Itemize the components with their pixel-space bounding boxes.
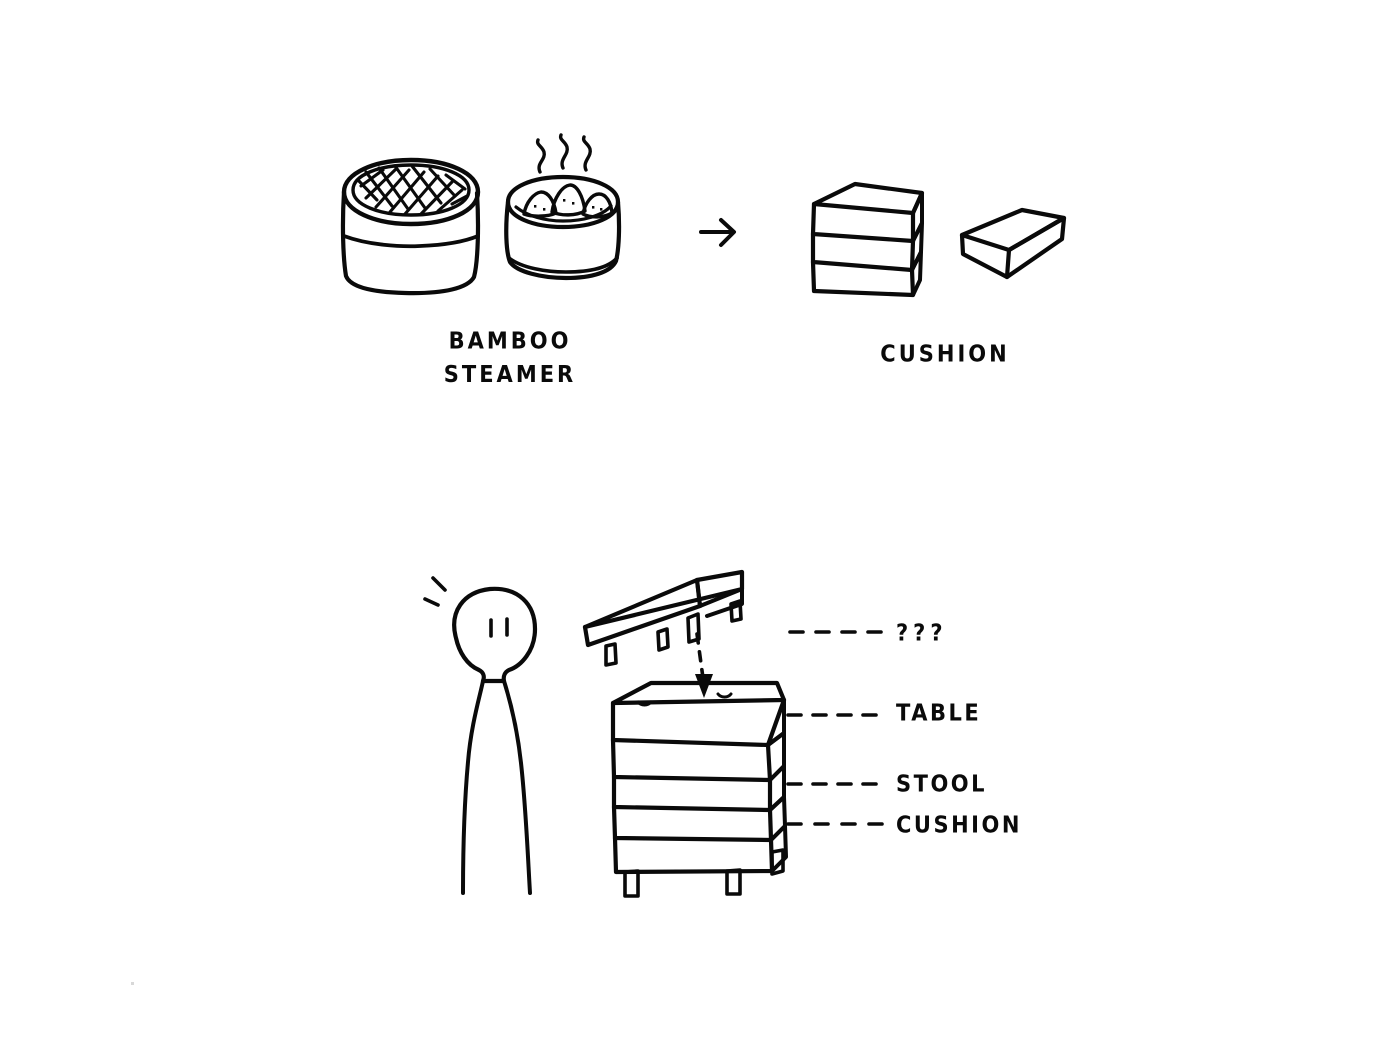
callout-label-cushion: CUSHION (896, 811, 1022, 839)
falling-table-slab (582, 569, 745, 667)
steam-lines (535, 133, 592, 174)
caption-bamboo-steamer-line2: STEAMER (443, 361, 577, 389)
caption-bamboo-steamer: BAMBOO STEAMER (410, 324, 610, 392)
scan-artifact-speck (131, 982, 134, 985)
cushion-stack-furniture (610, 680, 788, 898)
cushion-group (810, 181, 1067, 298)
cushion-single (959, 207, 1067, 280)
stick-figure-person (423, 576, 538, 895)
callout-label-stool: STOOL (896, 770, 988, 798)
caption-cushion: CUSHION (880, 340, 1010, 368)
transform-arrow-icon (699, 218, 736, 247)
callout-leaders (786, 630, 886, 826)
callout-label-question: ??? (896, 619, 948, 647)
callout-label-table: TABLE (896, 699, 982, 727)
caption-bamboo-steamer-line1: BAMBOO (448, 327, 572, 355)
bamboo-steamer-group (340, 133, 622, 296)
steamer-closed-basket (340, 157, 481, 296)
dashed-drop-arrow (695, 632, 713, 698)
steamer-open-basket (504, 133, 622, 281)
cushion-stack-three (810, 181, 925, 298)
